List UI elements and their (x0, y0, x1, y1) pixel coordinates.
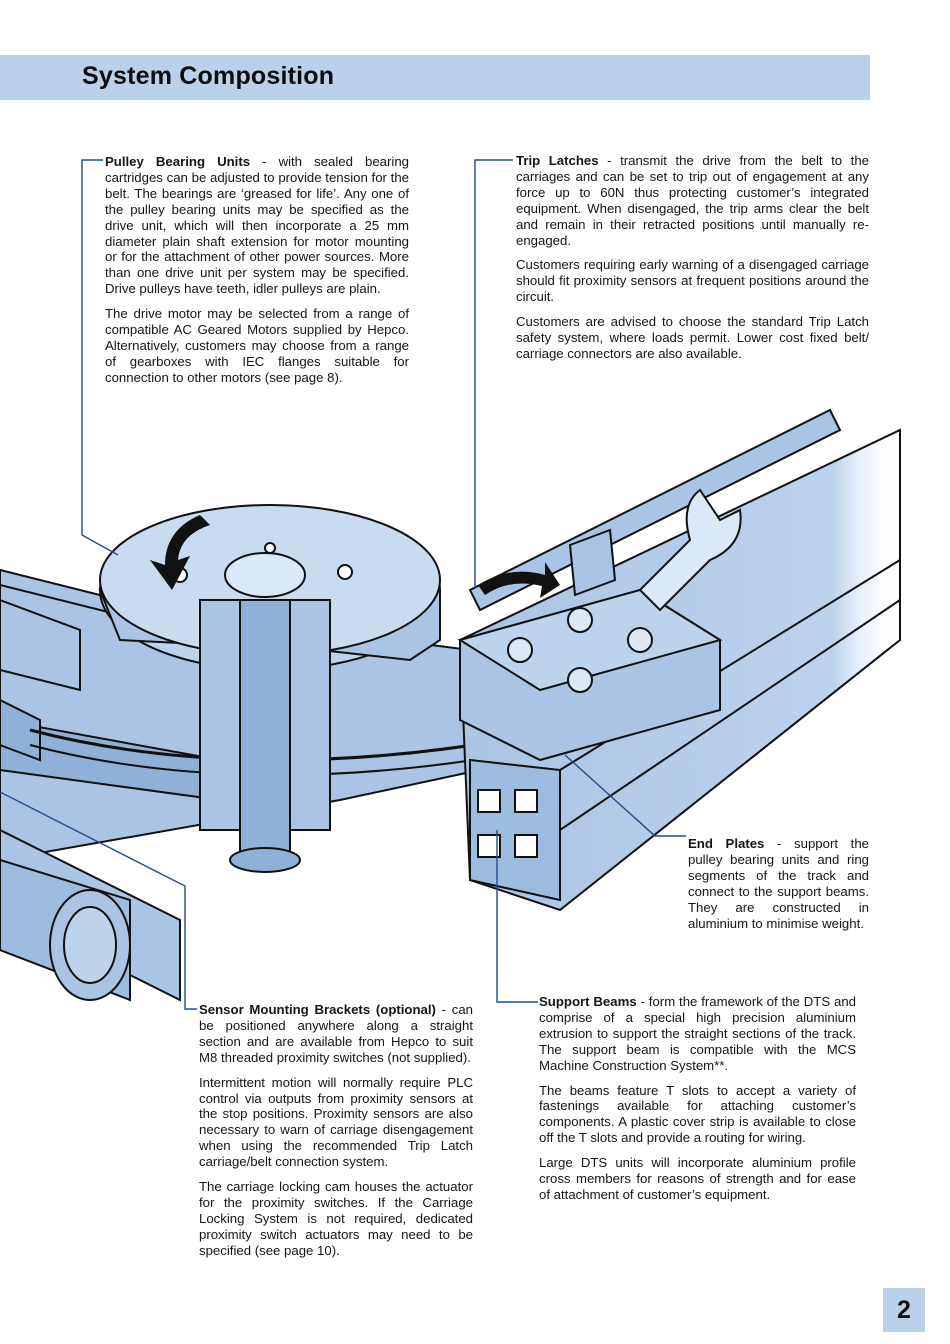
trip-latches-advice: Customers are advised to choose the stan… (516, 314, 869, 361)
trip-latches-warning: Customers requiring early warning of a d… (516, 257, 869, 305)
pulley-bearing-units-text: - with sealed bearing cartridges can be … (105, 154, 409, 297)
carriage (457, 528, 723, 762)
pulley-unit (98, 504, 441, 873)
support-beams-text: - form the framework of the DTS and comp… (539, 994, 856, 1073)
sensor-mounting-brackets-text: - can be positioned anywhere along a str… (199, 1002, 474, 1065)
page-title: System Composition (82, 62, 335, 90)
leader-lines (0, 159, 686, 1010)
sensor-mounting-brackets-cam: The carriage locking cam houses the actu… (199, 1179, 473, 1258)
drive-arrow (478, 562, 560, 598)
support-beams-cross-members: Large DTS units will incorporate alumini… (539, 1155, 856, 1202)
page-number: 2 (883, 1288, 925, 1332)
rotation-arrow (150, 515, 210, 590)
trip-latches-section: Trip Latches - transmit the drive from t… (516, 153, 869, 371)
end-plates-text: - support the pulley bearing units and r… (688, 836, 869, 931)
header-bar (0, 55, 870, 100)
pulley-bearing-units-section: Pulley Bearing Units - with sealed beari… (105, 154, 409, 395)
wrench (638, 488, 742, 612)
pulley-bearing-units-drive-motor: The drive motor may be selected from a r… (105, 306, 409, 385)
support-beams-section: Support Beams - form the framework of th… (539, 994, 856, 1212)
support-beams-heading: Support Beams (539, 994, 637, 1009)
end-plates-section: End Plates - support the pulley bearing … (688, 836, 869, 940)
trip-latches-heading: Trip Latches (516, 153, 599, 168)
end-plates-heading: End Plates (688, 836, 765, 851)
pulley-bearing-units-heading: Pulley Bearing Units (105, 154, 251, 169)
sensor-mounting-brackets-section: Sensor Mounting Brackets (optional) - ca… (199, 1002, 473, 1268)
belt (0, 408, 842, 617)
support-beams-t-slots: The beams feature T slots to accept a va… (539, 1082, 856, 1146)
sensor-mounting-brackets-plc: Intermittent motion will normally requir… (199, 1074, 473, 1170)
trip-latches-text: - transmit the drive from the belt to th… (516, 153, 870, 248)
sensor-mounting-brackets-heading: Sensor Mounting Brackets (optional) (199, 1002, 436, 1017)
